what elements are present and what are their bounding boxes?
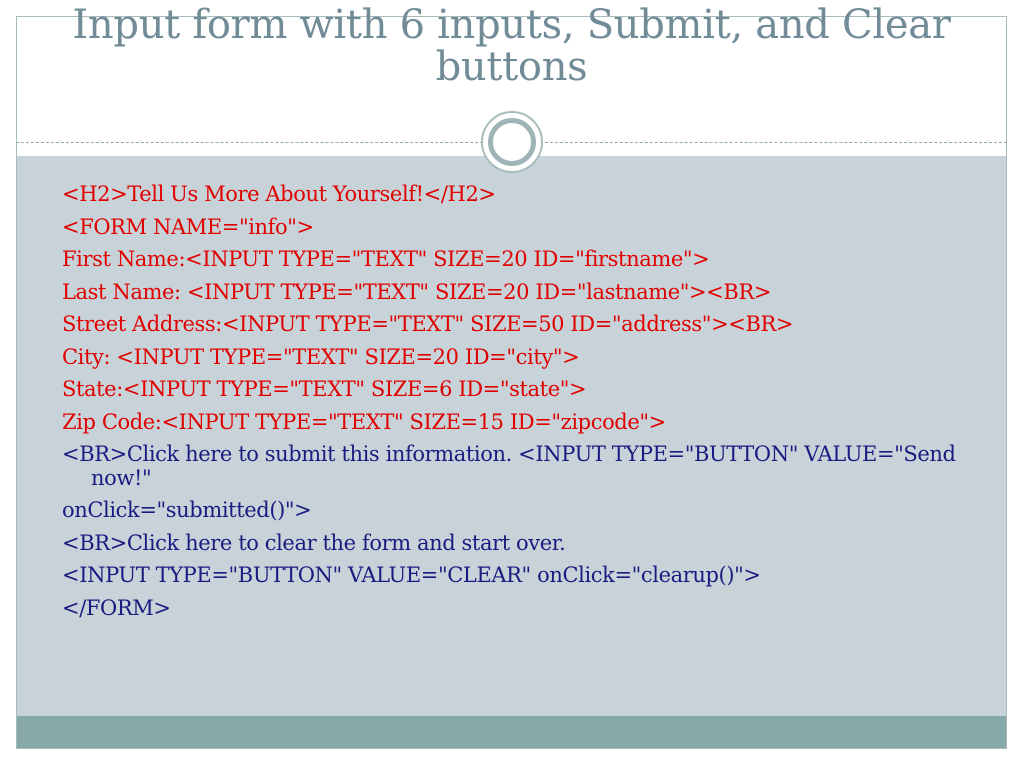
- code-line-clear-button: <INPUT TYPE="BUTTON" VALUE="CLEAR" onCli…: [62, 563, 761, 587]
- code-line-clear-text: <BR>Click here to clear the form and sta…: [62, 530, 566, 555]
- slide-title: Input form with 6 inputs, Submit, and Cl…: [72, 2, 951, 90]
- code-line-submit-onclick: onClick="submitted()">: [62, 498, 312, 522]
- code-line-submit-button: <BR>Click here to submit this informatio…: [62, 442, 956, 490]
- code-listing: <H2>Tell Us More About Yourself!</H2> <F…: [62, 178, 962, 624]
- code-line-form-close: </FORM>: [62, 595, 171, 620]
- code-line-last-name: Last Name: <INPUT TYPE="TEXT" SIZE=20 ID…: [62, 279, 772, 304]
- code-line-first-name: First Name:<INPUT TYPE="TEXT" SIZE=20 ID…: [62, 247, 710, 271]
- code-line-city: City: <INPUT TYPE="TEXT" SIZE=20 ID="cit…: [62, 344, 580, 369]
- code-line-form-open: <FORM NAME="info">: [62, 214, 314, 239]
- code-line-h2: <H2>Tell Us More About Yourself!</H2>: [62, 182, 496, 206]
- code-line-state: State:<INPUT TYPE="TEXT" SIZE=6 ID="stat…: [62, 377, 587, 401]
- footer-band: [17, 716, 1006, 748]
- code-line-zip-code: Zip Code:<INPUT TYPE="TEXT" SIZE=15 ID="…: [62, 409, 666, 434]
- content-panel: [17, 156, 1006, 716]
- code-line-street-address: Street Address:<INPUT TYPE="TEXT" SIZE=5…: [62, 312, 794, 336]
- circle-ornament-icon: [481, 111, 543, 173]
